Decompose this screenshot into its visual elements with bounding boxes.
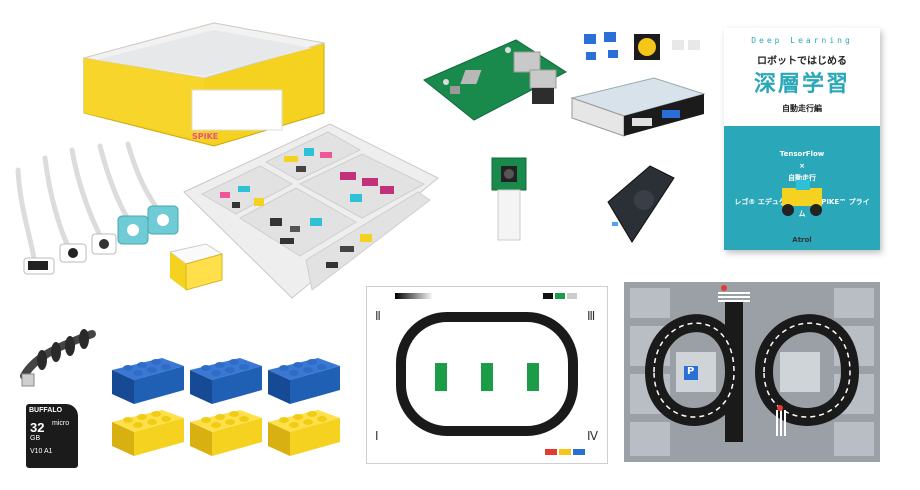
sd-brand: BUFFALO [29,407,63,414]
sd-capacity: 32 [30,420,45,435]
mobile-battery [607,165,675,243]
book-header-band [724,28,880,126]
deep-learning-book-cover: Deep Learning ロボットではじめる 深層学習 自動走行編 Tenso… [724,28,880,250]
city-road-track [630,285,874,456]
city-course-map: P [624,282,880,462]
oval-track [395,293,585,455]
sd-unit: GB [30,435,41,442]
lego-bricks [112,358,340,456]
oval-course-map: Ⅱ Ⅲ Ⅰ Ⅳ [366,286,608,464]
heatsinks-and-fan [584,32,700,60]
book-edition: 自動走行編 [782,104,822,113]
book-keyword: TensorFlow [779,150,825,158]
book-publisher: Atrol [792,236,812,244]
kit-brand-label: SPIKE [192,132,219,141]
raspberry-pi-case [570,77,706,137]
camera-module [491,157,527,241]
book-subtitle: ロボットではじめる [757,56,847,67]
parts-sorting-trays [183,123,439,299]
corner-label: Ⅱ [375,309,381,323]
book-title: 深層学習 [753,72,850,97]
spike-prime-kit-box [83,22,325,147]
raspberry-pi-board [423,39,567,121]
sd-speed-class: V10 A1 [30,448,53,455]
book-series: Deep Learning [751,36,853,45]
microsd-card: BUFFALO 32 micro GB V10 A1 [26,404,78,468]
spike-motors-and-sensors [15,141,179,275]
corner-label: Ⅰ [375,429,379,443]
book-keyword: 自動走行 [788,174,816,182]
book-keyword: × [799,162,805,170]
spike-hub [168,243,224,291]
corner-label: Ⅳ [587,429,599,443]
sd-type: micro [52,420,70,427]
parking-sign: P [687,366,695,377]
book-robot-illustration [782,180,822,216]
cable-spiral-organizer [20,329,96,387]
corner-label: Ⅲ [587,309,596,323]
